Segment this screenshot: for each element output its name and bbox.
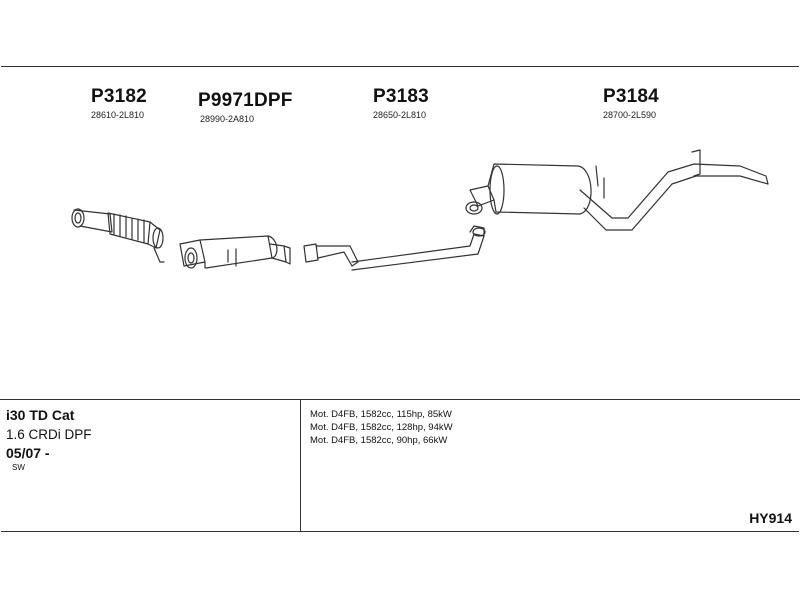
vehicle-model: i30 TD Cat <box>6 407 75 423</box>
vehicle-info: i30 TD Cat 1.6 CRDi DPF 05/07 - SW <box>6 406 92 473</box>
front-pipe-drawing <box>71 208 165 263</box>
vehicle-engine: 1.6 CRDi DPF <box>6 427 92 442</box>
oem-number-front-pipe: 28610-2L810 <box>91 110 145 120</box>
engine-list: Mot. D4FB, 1582cc, 115hp, 85kW Mot. D4FB… <box>310 408 453 447</box>
vertical-divider <box>300 400 301 532</box>
oem-number-dpf: 28990-2A810 <box>200 114 255 124</box>
part-code-dpf: P9971DPF <box>198 90 293 111</box>
part-code-front-pipe: P3182 <box>91 86 147 107</box>
part-code-middle-pipe: P3183 <box>373 86 429 107</box>
diagram-frame <box>1 66 799 532</box>
engine-line: Mot. D4FB, 1582cc, 115hp, 85kW <box>310 409 452 420</box>
vehicle-date: 05/07 - <box>6 445 50 461</box>
rear-silencer-drawing <box>465 149 769 231</box>
horizontal-divider <box>0 399 800 400</box>
part-code-rear-silencer: P3184 <box>603 86 659 107</box>
dpf-drawing <box>179 235 291 269</box>
engine-line: Mot. D4FB, 1582cc, 128hp, 94kW <box>310 422 453 433</box>
oem-number-rear-silencer: 28700-2L590 <box>603 110 657 120</box>
kit-code: HY914 <box>749 510 792 526</box>
engine-line: Mot. D4FB, 1582cc, 90hp, 66kW <box>310 435 448 446</box>
vehicle-body-type: SW <box>12 463 25 472</box>
oem-number-middle-pipe: 28650-2L810 <box>373 110 427 120</box>
middle-pipe-drawing <box>303 225 486 271</box>
